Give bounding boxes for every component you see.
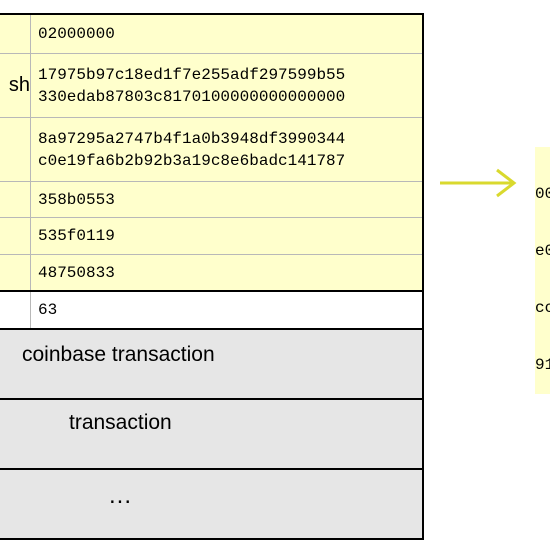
field-label — [0, 15, 31, 53]
field-value: 8a97295a2747b4f1a0b3948df3990344 c0e19fa… — [31, 118, 422, 181]
right-arrow-icon — [440, 168, 517, 198]
ellipsis-label: ... — [109, 482, 133, 509]
field-value-line: c0e19fa6b2b92b3a19c8e6badc141787 — [38, 151, 346, 170]
field-value-line: 358b0553 — [38, 190, 115, 209]
header-field-nonce: 48750833 — [0, 255, 422, 292]
field-value: 02000000 — [31, 15, 422, 53]
header-field-prev-block-hash: sh 17975b97c18ed1f7e255adf297599b55 330e… — [0, 54, 422, 118]
more-transactions-cell: ... — [0, 470, 422, 538]
field-value: 17975b97c18ed1f7e255adf297599b55 330edab… — [31, 54, 422, 117]
hash-output-line: e0 — [535, 242, 550, 260]
field-value-line: 330edab87803c8170100000000000000 — [38, 87, 346, 106]
hash-output-line: 00 — [535, 185, 550, 203]
field-label — [0, 218, 31, 254]
field-label — [0, 182, 31, 217]
field-value-line: 8a97295a2747b4f1a0b3948df3990344 — [38, 129, 346, 148]
field-value-line: 48750833 — [38, 263, 115, 282]
field-value: 48750833 — [31, 255, 422, 290]
field-value-line: 02000000 — [38, 25, 115, 43]
transaction-cell: transaction — [0, 400, 422, 470]
block-hash-output: 00 e0 cc 91 — [535, 147, 550, 394]
field-label — [0, 255, 31, 290]
header-field-bits: 535f0119 — [0, 218, 422, 255]
field-label — [0, 118, 31, 181]
field-value-line: 17975b97c18ed1f7e255adf297599b55 — [38, 65, 346, 84]
hash-output-line: cc — [535, 299, 550, 317]
coinbase-transaction-label: coinbase transaction — [22, 343, 215, 366]
header-field-version: 02000000 — [0, 15, 422, 54]
field-value: 358b0553 — [31, 182, 422, 217]
field-value-line: 535f0119 — [38, 227, 115, 245]
hash-output-line: 91 — [535, 356, 550, 374]
coinbase-transaction-cell: coinbase transaction — [0, 330, 422, 400]
header-field-timestamp: 358b0553 — [0, 182, 422, 218]
header-field-merkle-root: 8a97295a2747b4f1a0b3948df3990344 c0e19fa… — [0, 118, 422, 182]
field-label — [0, 292, 31, 328]
transaction-label: transaction — [69, 411, 172, 434]
transaction-count-value: 63 — [38, 301, 58, 319]
transaction-count-row: 63 — [0, 292, 422, 330]
field-label: sh — [0, 54, 31, 117]
field-value: 535f0119 — [31, 218, 422, 254]
block-structure-table: 02000000 sh 17975b97c18ed1f7e255adf29759… — [0, 13, 424, 540]
